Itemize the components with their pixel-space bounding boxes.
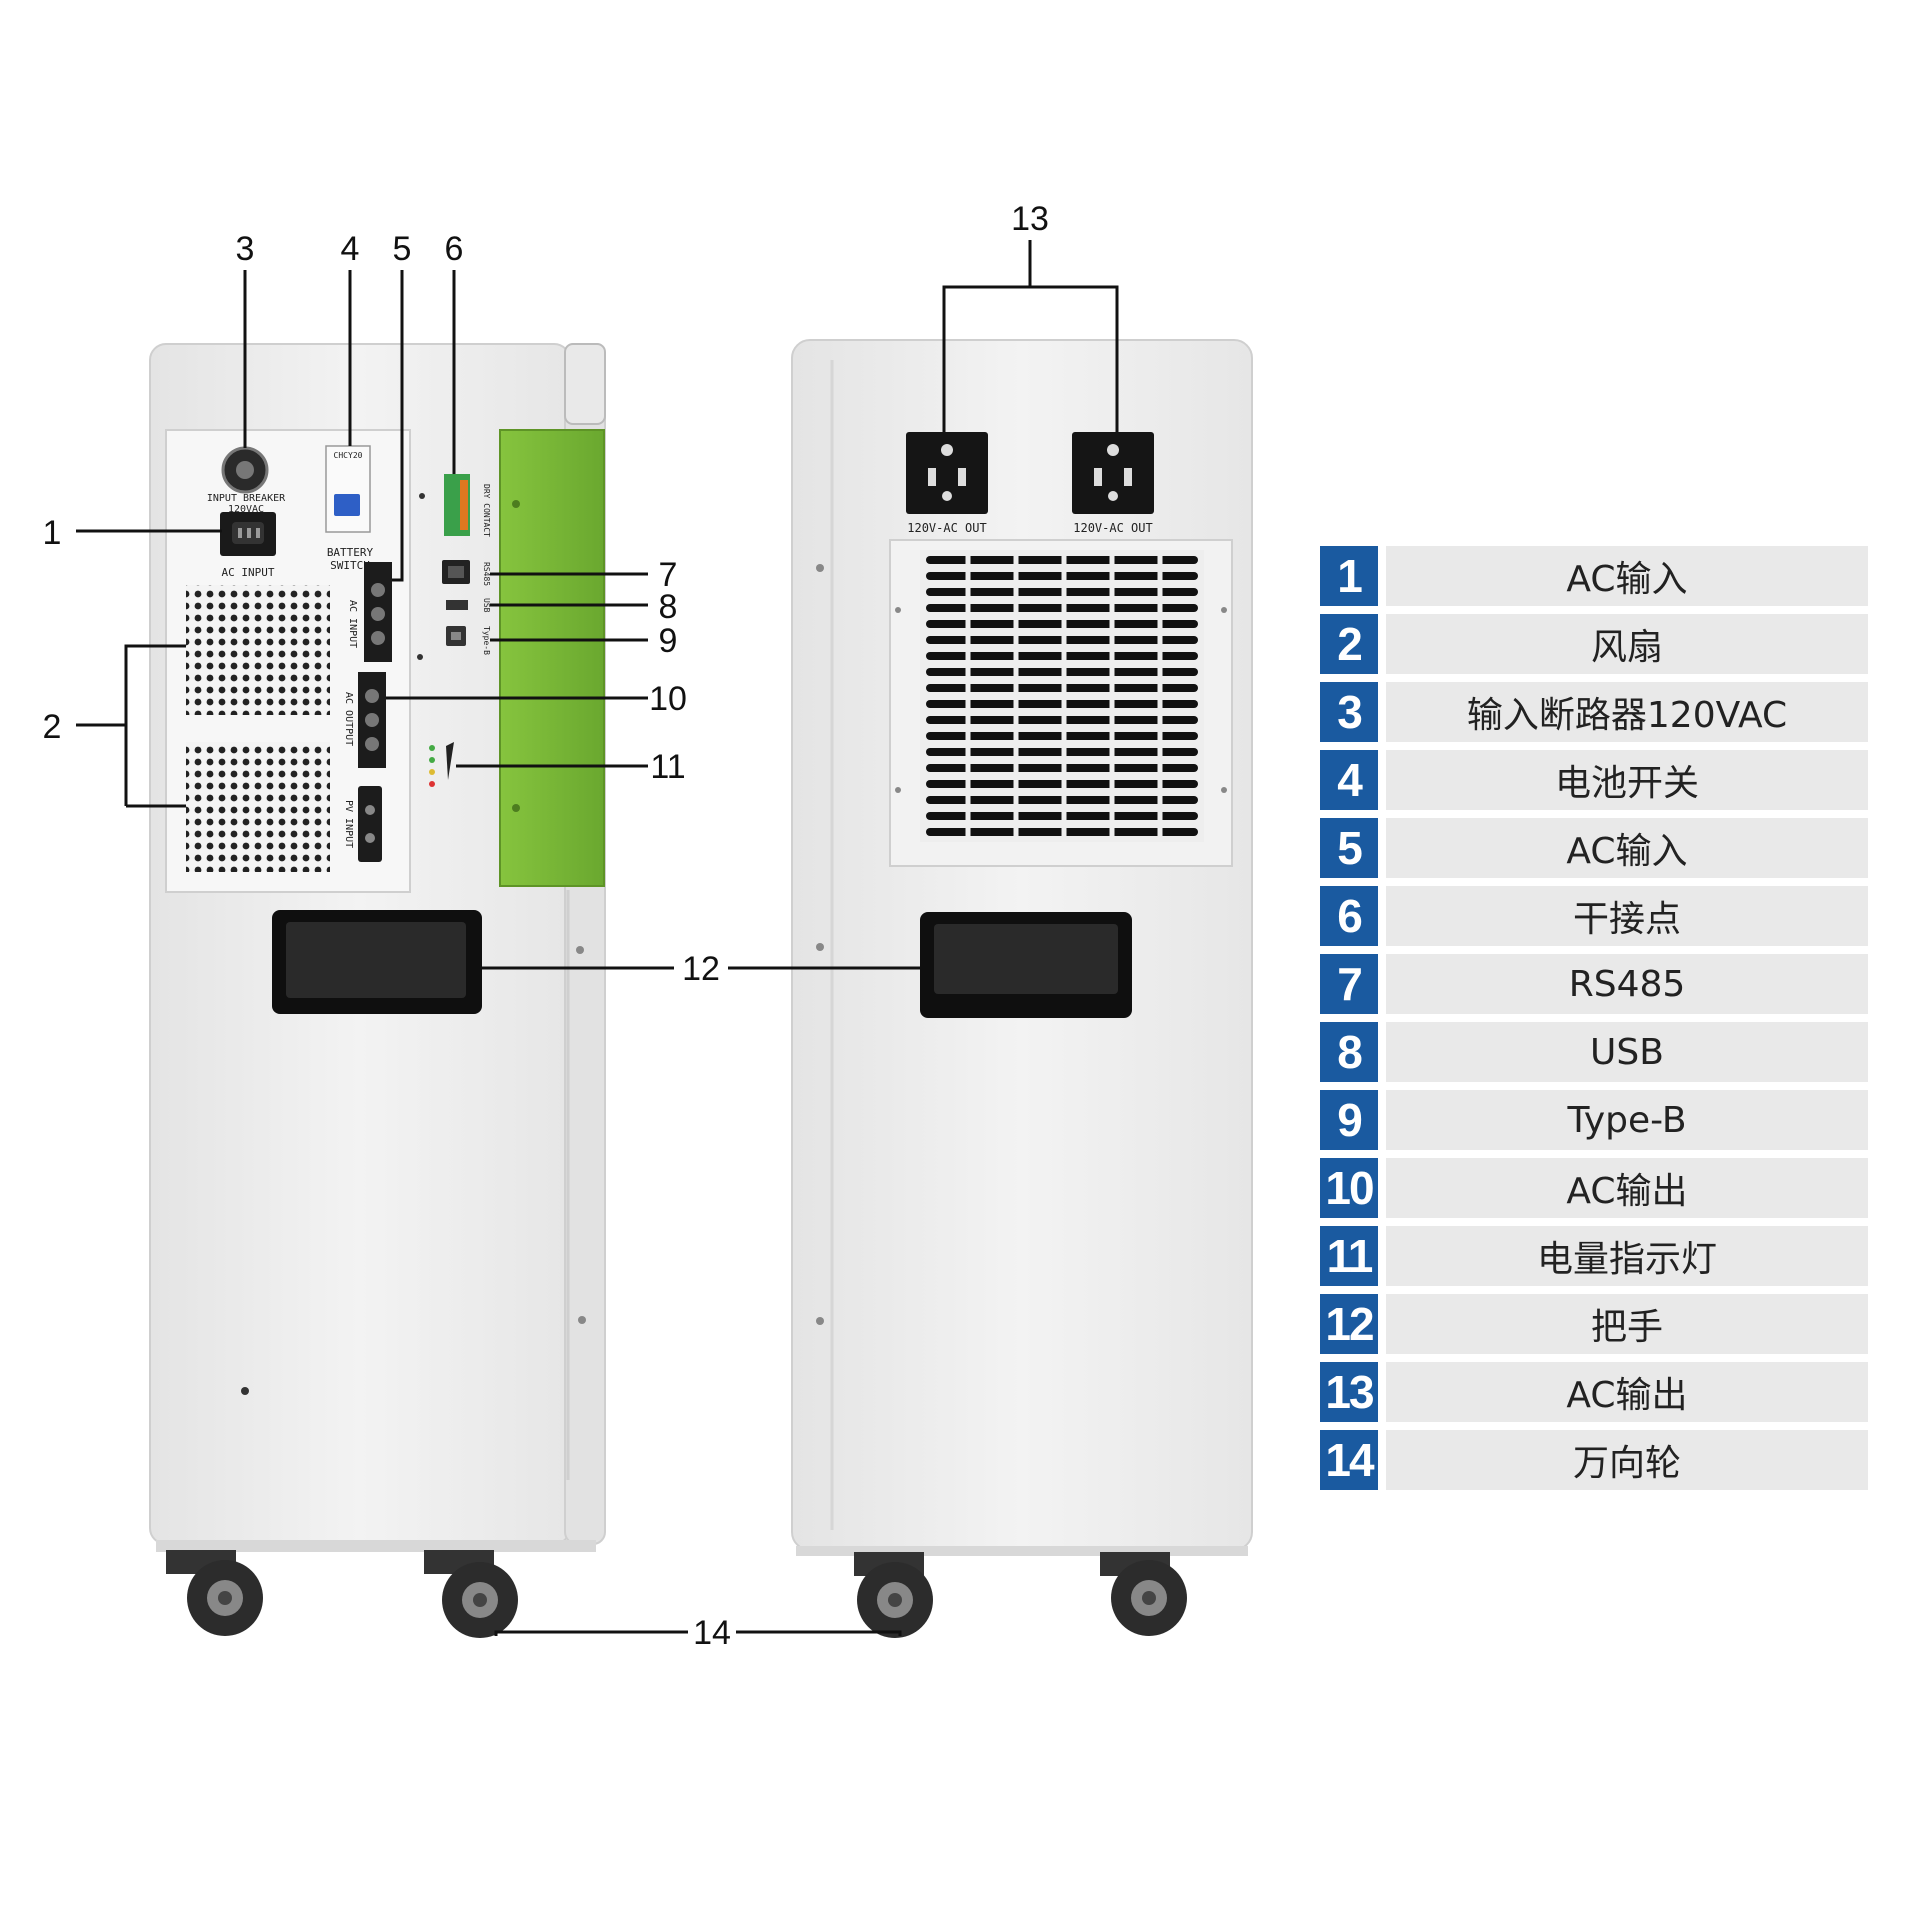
callout-1: 1 <box>43 514 62 552</box>
callout-10: 10 <box>649 680 687 718</box>
legend-number: 12 <box>1320 1294 1378 1354</box>
rear-top-cap <box>564 343 606 425</box>
legend-label: 输入断路器120VAC <box>1386 682 1868 742</box>
callout-11: 11 <box>650 748 685 786</box>
outlet-left-label: 120V-AC OUT <box>907 521 986 535</box>
ac-input-terminal-label: AC INPUT <box>347 600 358 648</box>
legend-label: 风扇 <box>1386 614 1868 674</box>
front-caster-left <box>854 1552 933 1638</box>
legend-number: 7 <box>1320 954 1378 1014</box>
pv-input-label: PV INPUT <box>343 800 354 848</box>
ac-output-terminal-label: AC OUTPUT <box>343 692 354 746</box>
leader-lines <box>76 240 1119 1636</box>
legend-number: 1 <box>1320 546 1378 606</box>
front-unit: 120V-AC OUT 120V-AC OUT <box>791 339 1253 1638</box>
legend-label: 电池开关 <box>1386 750 1868 810</box>
battery-level-indicator <box>429 742 454 787</box>
usb-label: USB <box>482 598 491 613</box>
legend-number: 2 <box>1320 614 1378 674</box>
legend-number: 13 <box>1320 1362 1378 1422</box>
callout-5: 5 <box>393 230 412 268</box>
legend-number: 14 <box>1320 1430 1378 1490</box>
legend-number: 8 <box>1320 1022 1378 1082</box>
legend-label: RS485 <box>1386 954 1868 1014</box>
input-breaker-rating: 120VAC <box>228 504 264 515</box>
callout-12: 12 <box>682 950 720 988</box>
fan-grille-top <box>186 585 330 715</box>
legend-label: USB <box>1386 1022 1868 1082</box>
legend-label: 干接点 <box>1386 886 1868 946</box>
callout-9: 9 <box>659 622 678 660</box>
outlet-right-label: 120V-AC OUT <box>1073 521 1152 535</box>
rs485-label: RS485 <box>482 562 491 586</box>
legend-label: 万向轮 <box>1386 1430 1868 1490</box>
legend-number: 3 <box>1320 682 1378 742</box>
rear-caster-left <box>166 1550 263 1636</box>
ac-outlet-right <box>1072 432 1154 514</box>
legend-label: AC输出 <box>1386 1362 1868 1422</box>
legend-label: AC输出 <box>1386 1158 1868 1218</box>
dry-contact-label: DRY CONTACT <box>482 484 491 537</box>
battery-switch-label-1: BATTERY <box>327 546 374 559</box>
ac-outlet-left <box>906 432 988 514</box>
callout-6: 6 <box>445 230 464 268</box>
legend-number: 5 <box>1320 818 1378 878</box>
rear-caster-right <box>424 1550 518 1638</box>
legend-number: 6 <box>1320 886 1378 946</box>
usb-port <box>446 600 468 610</box>
legend-label: Type-B <box>1386 1090 1868 1150</box>
callout-numbers: 1 2 3 4 5 6 7 8 9 10 11 12 13 14 <box>43 200 1049 1652</box>
battery-switch-label-2: SWITCH <box>330 559 370 572</box>
green-side-panel <box>499 429 605 887</box>
callout-13: 13 <box>1011 200 1049 238</box>
callout-2: 2 <box>43 708 62 746</box>
type-b-label: Type-B <box>482 626 491 655</box>
legend-number: 4 <box>1320 750 1378 810</box>
callout-3: 3 <box>236 230 255 268</box>
callout-14: 14 <box>693 1614 731 1652</box>
rear-unit: INPUT BREAKER 120VAC AC INPUT CHCY20 BAT… <box>149 343 606 1638</box>
front-caster-right <box>1100 1552 1187 1636</box>
input-breaker-label: INPUT BREAKER <box>207 493 286 504</box>
fan-grille-bottom <box>186 742 330 872</box>
callout-4: 4 <box>341 230 360 268</box>
legend-label: 电量指示灯 <box>1386 1226 1868 1286</box>
legend-label: AC输入 <box>1386 818 1868 878</box>
ac-input-label: AC INPUT <box>222 566 275 579</box>
legend-label: AC输入 <box>1386 546 1868 606</box>
callout-8: 8 <box>659 588 678 626</box>
front-vent-grille <box>889 539 1233 867</box>
legend-number: 10 <box>1320 1158 1378 1218</box>
legend-number: 9 <box>1320 1090 1378 1150</box>
legend-label: 把手 <box>1386 1294 1868 1354</box>
battery-switch <box>325 445 371 533</box>
pv-input-connector <box>358 786 382 862</box>
callout-7: 7 <box>659 556 678 594</box>
legend-number: 11 <box>1320 1226 1378 1286</box>
breaker-brand: CHCY20 <box>334 451 363 460</box>
